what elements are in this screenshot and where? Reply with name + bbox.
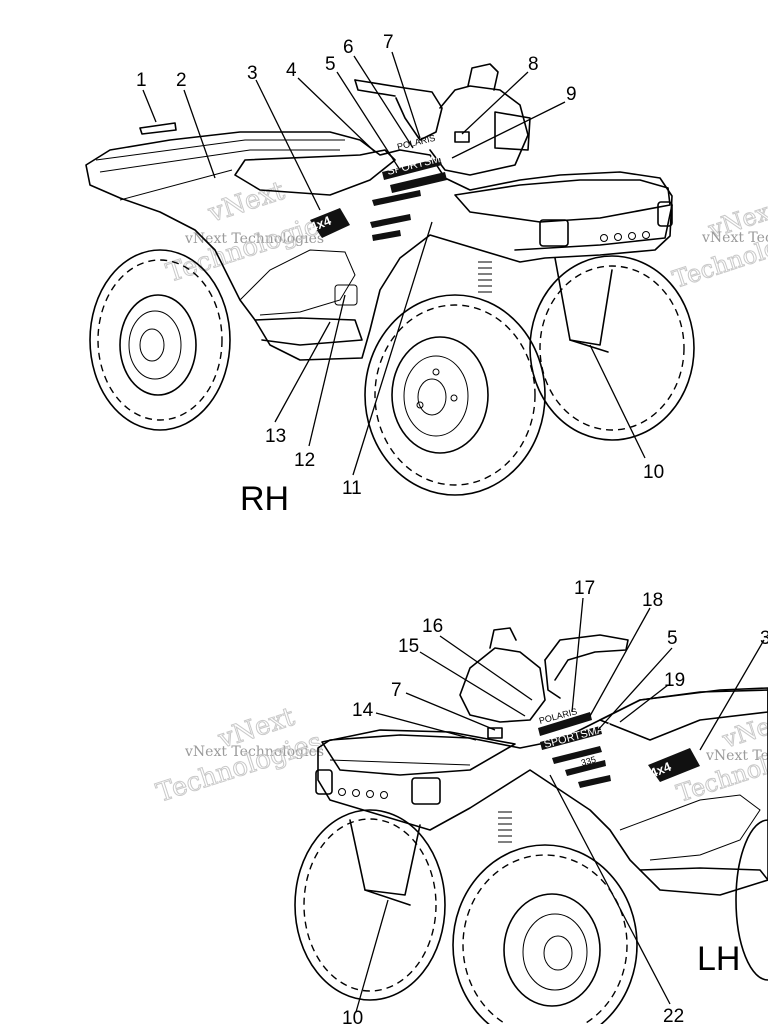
callout-5: 5 <box>325 54 336 75</box>
callout-19: 19 <box>664 670 685 691</box>
callout-1: 1 <box>136 70 147 91</box>
callout-10: 10 <box>643 462 664 483</box>
lh-decal-stripes <box>538 712 700 788</box>
rh-decal-stripes <box>310 158 447 241</box>
watermark-text: vNext <box>204 176 289 229</box>
callout-22: 22 <box>663 1006 684 1024</box>
model-decal-text: 335 <box>580 754 597 768</box>
callout-12: 12 <box>294 450 315 471</box>
callout-17: 17 <box>574 578 595 599</box>
callout-14: 14 <box>352 700 374 721</box>
callout-16: 16 <box>422 616 443 637</box>
callout-13: 13 <box>265 426 286 447</box>
rh-callouts: 1 2 3 4 5 6 7 8 9 10 11 12 13 <box>136 32 664 499</box>
lh-front-wheel <box>452 844 638 1024</box>
callout-3: 3 <box>247 63 258 84</box>
lh-left-wheel <box>294 809 446 1001</box>
callout-8: 8 <box>528 54 539 75</box>
callout-6: 6 <box>343 37 354 58</box>
callout-4: 4 <box>286 60 297 81</box>
lh-callouts: 17 18 5 3 16 15 19 7 14 22 10 <box>342 578 768 1024</box>
callout-2: 2 <box>176 70 187 91</box>
lh-leader-lines <box>355 597 765 1013</box>
watermark-text: vNext Technologies <box>184 231 324 247</box>
callout-15: 15 <box>398 636 419 657</box>
rh-front-wheel <box>364 294 546 496</box>
watermark-text: vNext Technologies <box>184 744 324 760</box>
view-label-rh: RH <box>240 480 289 518</box>
callout-7-lh: 7 <box>391 680 402 701</box>
callout-3-lh: 3 <box>760 628 768 649</box>
callout-5-lh: 5 <box>667 628 678 649</box>
rh-far-wheel <box>529 255 695 441</box>
rh-leader-lines <box>142 51 646 476</box>
atv-left-side-drawing: SPORTSMAN 4x4 335 POLARIS <box>294 627 768 1024</box>
callout-18: 18 <box>642 590 663 611</box>
callout-10-lh: 10 <box>342 1008 363 1024</box>
callout-7: 7 <box>383 32 394 53</box>
view-label-lh: LH <box>697 940 740 978</box>
callout-9: 9 <box>566 84 577 105</box>
watermark-text: vNext Technologies <box>705 748 768 764</box>
watermark-text: vNext Technologies <box>701 230 768 246</box>
callout-11: 11 <box>342 478 362 499</box>
rh-rear-wheel <box>89 249 231 431</box>
